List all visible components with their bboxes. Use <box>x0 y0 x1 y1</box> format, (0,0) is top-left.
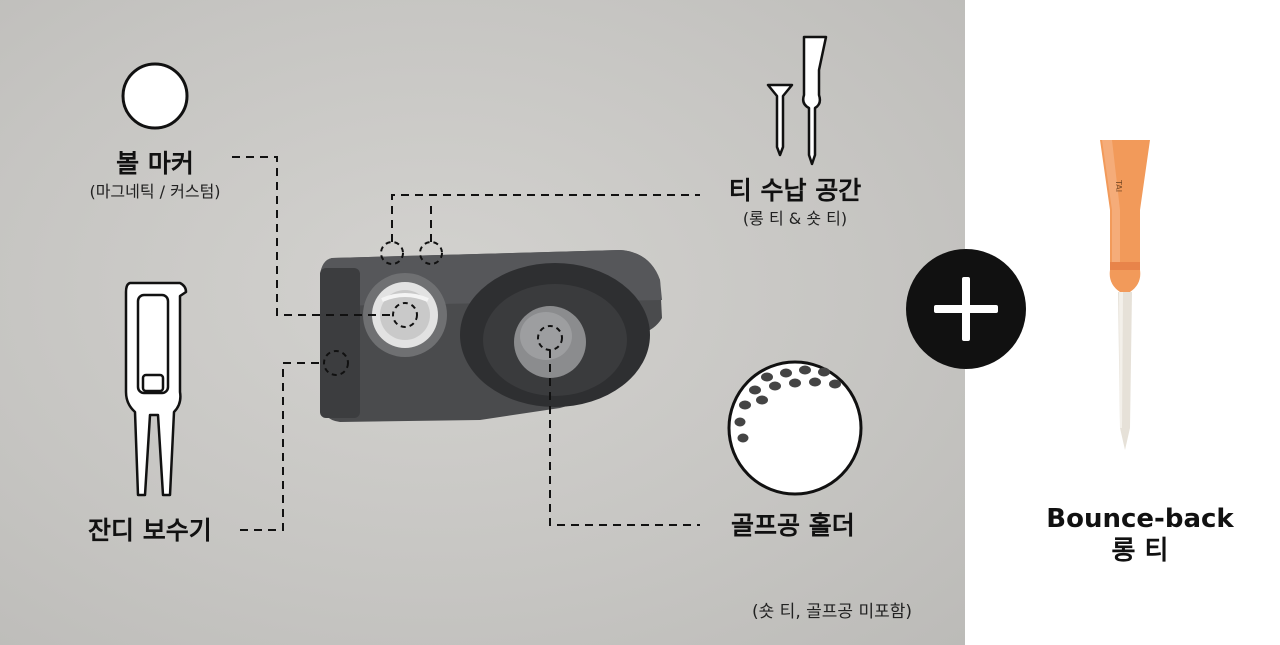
divot-tool-point <box>323 350 349 376</box>
product-name-line2: 롱 티 <box>1111 536 1169 566</box>
product-name-line1: Bounce-back <box>1046 504 1234 534</box>
ball-marker-icon <box>121 62 189 130</box>
ball-marker-point <box>392 302 418 328</box>
ball-holder-label: 골프공 홀더 <box>731 511 855 540</box>
tee-storage-label: 티 수납 공간 <box>728 176 862 205</box>
tee-slot-marker-2 <box>419 241 443 265</box>
divot-tool-label: 잔디 보수기 <box>88 516 212 545</box>
ball-marker-label: 볼 마커 <box>116 149 194 178</box>
plus-icon <box>906 249 1026 369</box>
leader-lines <box>232 156 700 531</box>
product-photo: 볼 마커 (마그네틱 / 커스텀) 티 수납 공간 (롱 티 & 숏 티) 잔디… <box>0 0 965 645</box>
tee-print-text: TAI <box>1114 179 1123 192</box>
ball-marker-sublabel: (마그네틱 / 커스텀) <box>89 182 221 201</box>
golf-accessory-device <box>320 250 662 422</box>
tees-icon <box>766 35 828 166</box>
footnote: (숏 티, 골프공 미포함) <box>752 602 912 622</box>
device-illustration <box>121 35 863 531</box>
divot-tool-icon <box>124 281 188 497</box>
tee-slot-marker-1 <box>380 241 404 265</box>
tee-storage-sublabel: (롱 티 & 숏 티) <box>742 209 848 228</box>
long-tee-image: TAI <box>1100 140 1150 450</box>
golf-ball-icon <box>727 360 863 496</box>
